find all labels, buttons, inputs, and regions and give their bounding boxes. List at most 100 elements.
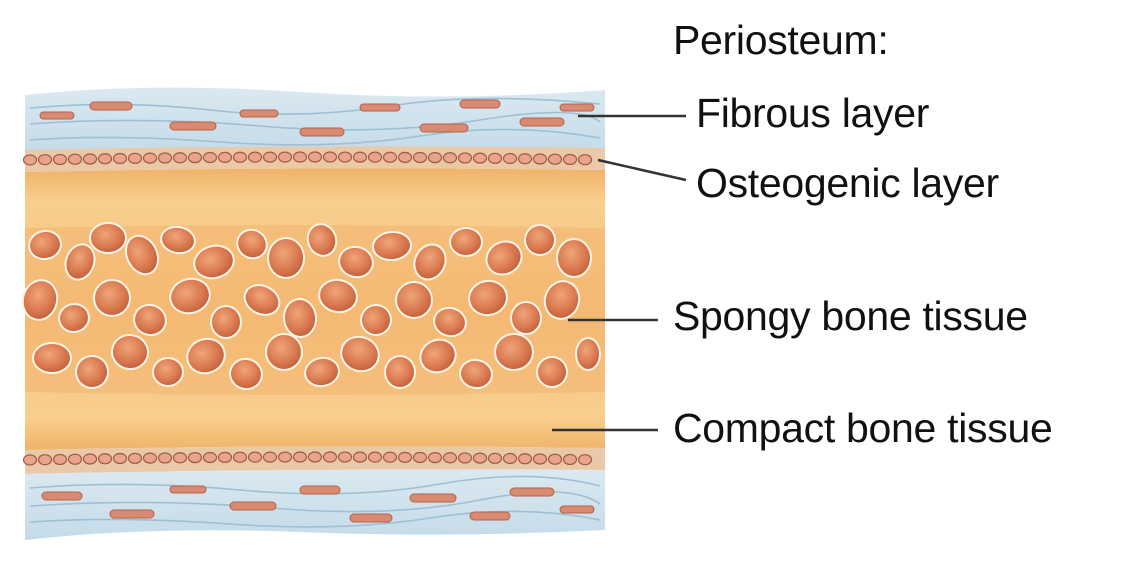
marrow-space [210,305,242,339]
osteogenic-cell [337,151,353,163]
marrow-space [243,284,281,316]
osteogenic-cell [277,451,293,463]
marrow-space [152,357,184,387]
marrow-space [236,228,268,260]
osteogenic-cell [52,453,68,466]
spongy-bone-marrow-spaces [21,222,601,391]
osteogenic-cell [397,151,413,163]
marrow-space [89,222,127,254]
marrow-space [384,355,416,389]
osteogenic-cell [52,153,68,166]
marrow-space [556,238,592,278]
periosteum-label: Periosteum: [673,17,889,63]
osteogenic-cell [232,451,248,463]
marrow-space [306,223,338,257]
marrow-space [111,333,149,371]
marrow-space [510,301,542,335]
marrow-space [543,280,581,320]
osteogenic-cell [307,151,323,163]
osteogenic-cell [442,452,458,464]
osteogenic-cell [322,151,338,163]
leader-osteogenic [597,158,687,182]
osteogenic-cell [457,452,473,464]
marrow-space [124,234,160,276]
osteogenic-cell [142,152,158,164]
osteogenic-layer-label: Osteogenic layer [696,160,999,206]
marrow-space [267,237,305,279]
osteogenic-cell [547,153,563,165]
marrow-space [395,281,433,319]
osteogenic-cell [127,452,143,464]
osteogenic-cell [247,151,263,163]
marrow-space [433,306,467,338]
marrow-space [186,337,226,375]
fibrous-layer-bottom [25,469,605,540]
marrow-space [282,298,318,338]
osteogenic-cell [397,451,413,463]
red-fibers-top [39,99,595,137]
marrow-space [459,358,493,390]
compact-bone-label: Compact bone tissue [673,405,1053,451]
osteogenic-cell [367,451,383,463]
marrow-space [160,225,196,255]
osteogenic-cell [97,453,113,465]
osteogenic-cell [517,153,533,165]
marrow-space [485,240,523,276]
marrow-space [340,335,380,373]
marrow-space [360,304,392,336]
osteogenic-cell [202,451,218,464]
osteogenic-cell [37,154,53,166]
marrow-space [536,356,568,388]
osteogenic-cell [217,451,233,463]
osteogenic-cell [157,152,173,164]
marrow-space [413,243,447,281]
osteogenic-cell [262,151,278,163]
osteogenic-cell [367,151,383,163]
marrow-space [21,279,59,321]
osteogenic-cell [277,151,293,163]
osteogenic-cell [172,452,188,464]
marrow-space [468,279,508,317]
osteogenic-cell [82,153,98,165]
osteogenic-cell [382,451,398,463]
marrow-space [575,337,601,371]
osteogenic-cell [412,451,428,464]
osteogenic-cell [187,152,203,164]
osteogenic-cell [232,151,248,163]
fibrous-layer-label: Fibrous layer [696,90,930,136]
osteogenic-cell [427,152,443,164]
marrow-space [318,278,358,314]
osteogenic-cell [292,451,308,463]
osteogenic-cell [427,452,443,464]
osteogenic-cell [382,151,398,163]
osteogenic-cell [112,152,128,165]
osteogenic-cell [322,451,338,463]
osteogenic-cell [562,453,578,466]
osteogenic-cell [292,151,308,163]
osteogenic-cell [352,151,368,163]
osteogenic-cell [202,151,218,164]
osteogenic-cell [82,453,98,465]
marrow-space [449,227,483,257]
osteogenic-cell [472,452,488,464]
osteogenic-cell [142,452,158,464]
osteogenic-cell [547,453,563,465]
osteogenic-cell [22,454,38,466]
marrow-space [28,229,62,261]
osteogenic-cell [112,452,128,465]
osteogenic-cell [472,152,488,164]
osteogenic-cell [307,451,323,463]
osteogenic-cell [577,454,593,466]
marrow-space [494,333,534,371]
osteogenic-cell [67,153,83,165]
marrow-space [169,277,211,315]
osteogenic-cell [22,154,38,166]
osteogenic-cell [532,453,548,465]
marrow-space [58,302,90,334]
osteogenic-cell [172,152,188,164]
spongy-bone-label: Spongy bone tissue [673,293,1028,339]
osteogenic-cell [577,154,593,166]
marrow-space [75,355,109,389]
marrow-space [524,224,556,256]
